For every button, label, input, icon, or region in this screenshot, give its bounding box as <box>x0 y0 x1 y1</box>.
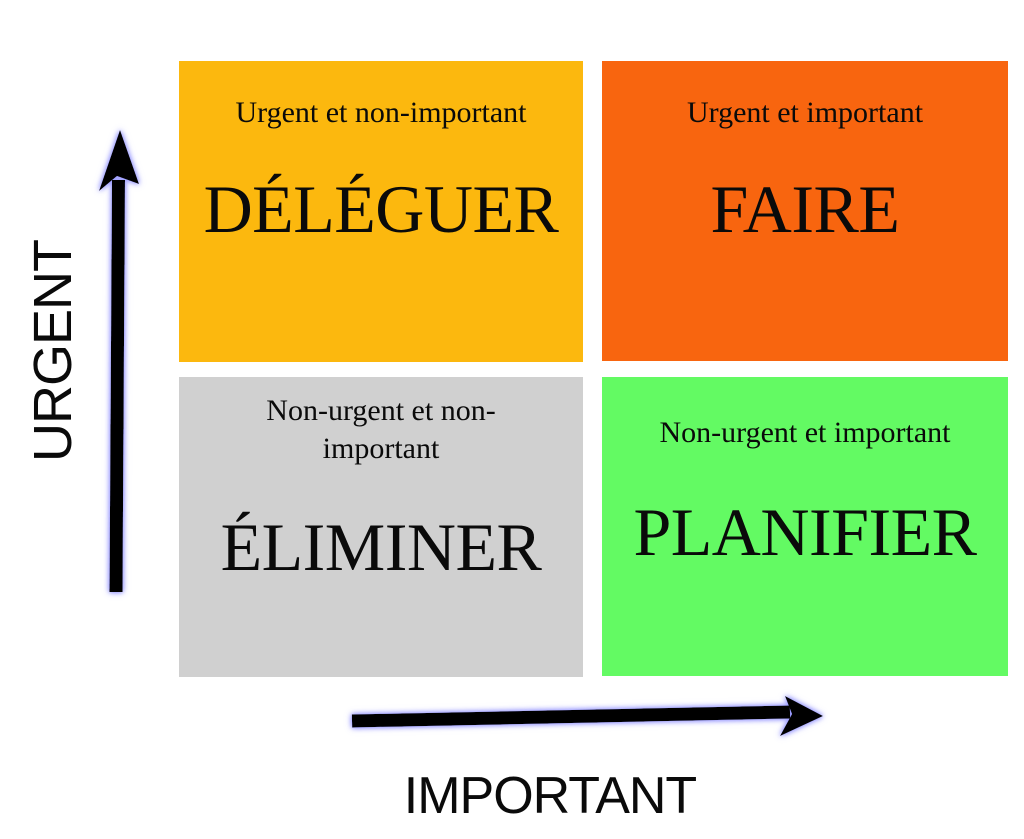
important-axis-arrow <box>351 696 823 736</box>
quadrant-faire: Urgent et important FAIRE <box>602 61 1008 361</box>
quadrant-action-label: FAIRE <box>710 170 900 247</box>
important-axis-label: IMPORTANT <box>403 767 697 825</box>
quadrant-subtitle: Urgent et important <box>686 96 924 129</box>
quadrant-action-label: DÉLÉGUER <box>203 170 559 247</box>
arrow-shaft <box>109 179 125 593</box>
quadrant-planifier: Non-urgent et important PLANIFIER <box>602 377 1008 676</box>
quadrant-action-label: PLANIFIER <box>633 493 977 570</box>
quadrant-subtitle: Urgent et non-important <box>235 96 527 129</box>
arrow-shaft <box>351 705 791 728</box>
arrow-head <box>780 696 823 736</box>
quadrant-action-label: ÉLIMINER <box>220 509 542 585</box>
quadrant-subtitle: Non-urgent et important <box>659 416 951 449</box>
quadrant-eliminer: Non-urgent et non-important ÉLIMINER <box>179 377 583 677</box>
quadrant-subtitle: Non-urgent et non-important <box>266 394 496 465</box>
urgent-axis-arrow <box>99 130 139 593</box>
urgent-axis-label: URGENT <box>23 240 83 462</box>
arrow-head <box>99 130 139 191</box>
quadrant-deleguer: Urgent et non-important DÉLÉGUER <box>179 61 583 362</box>
